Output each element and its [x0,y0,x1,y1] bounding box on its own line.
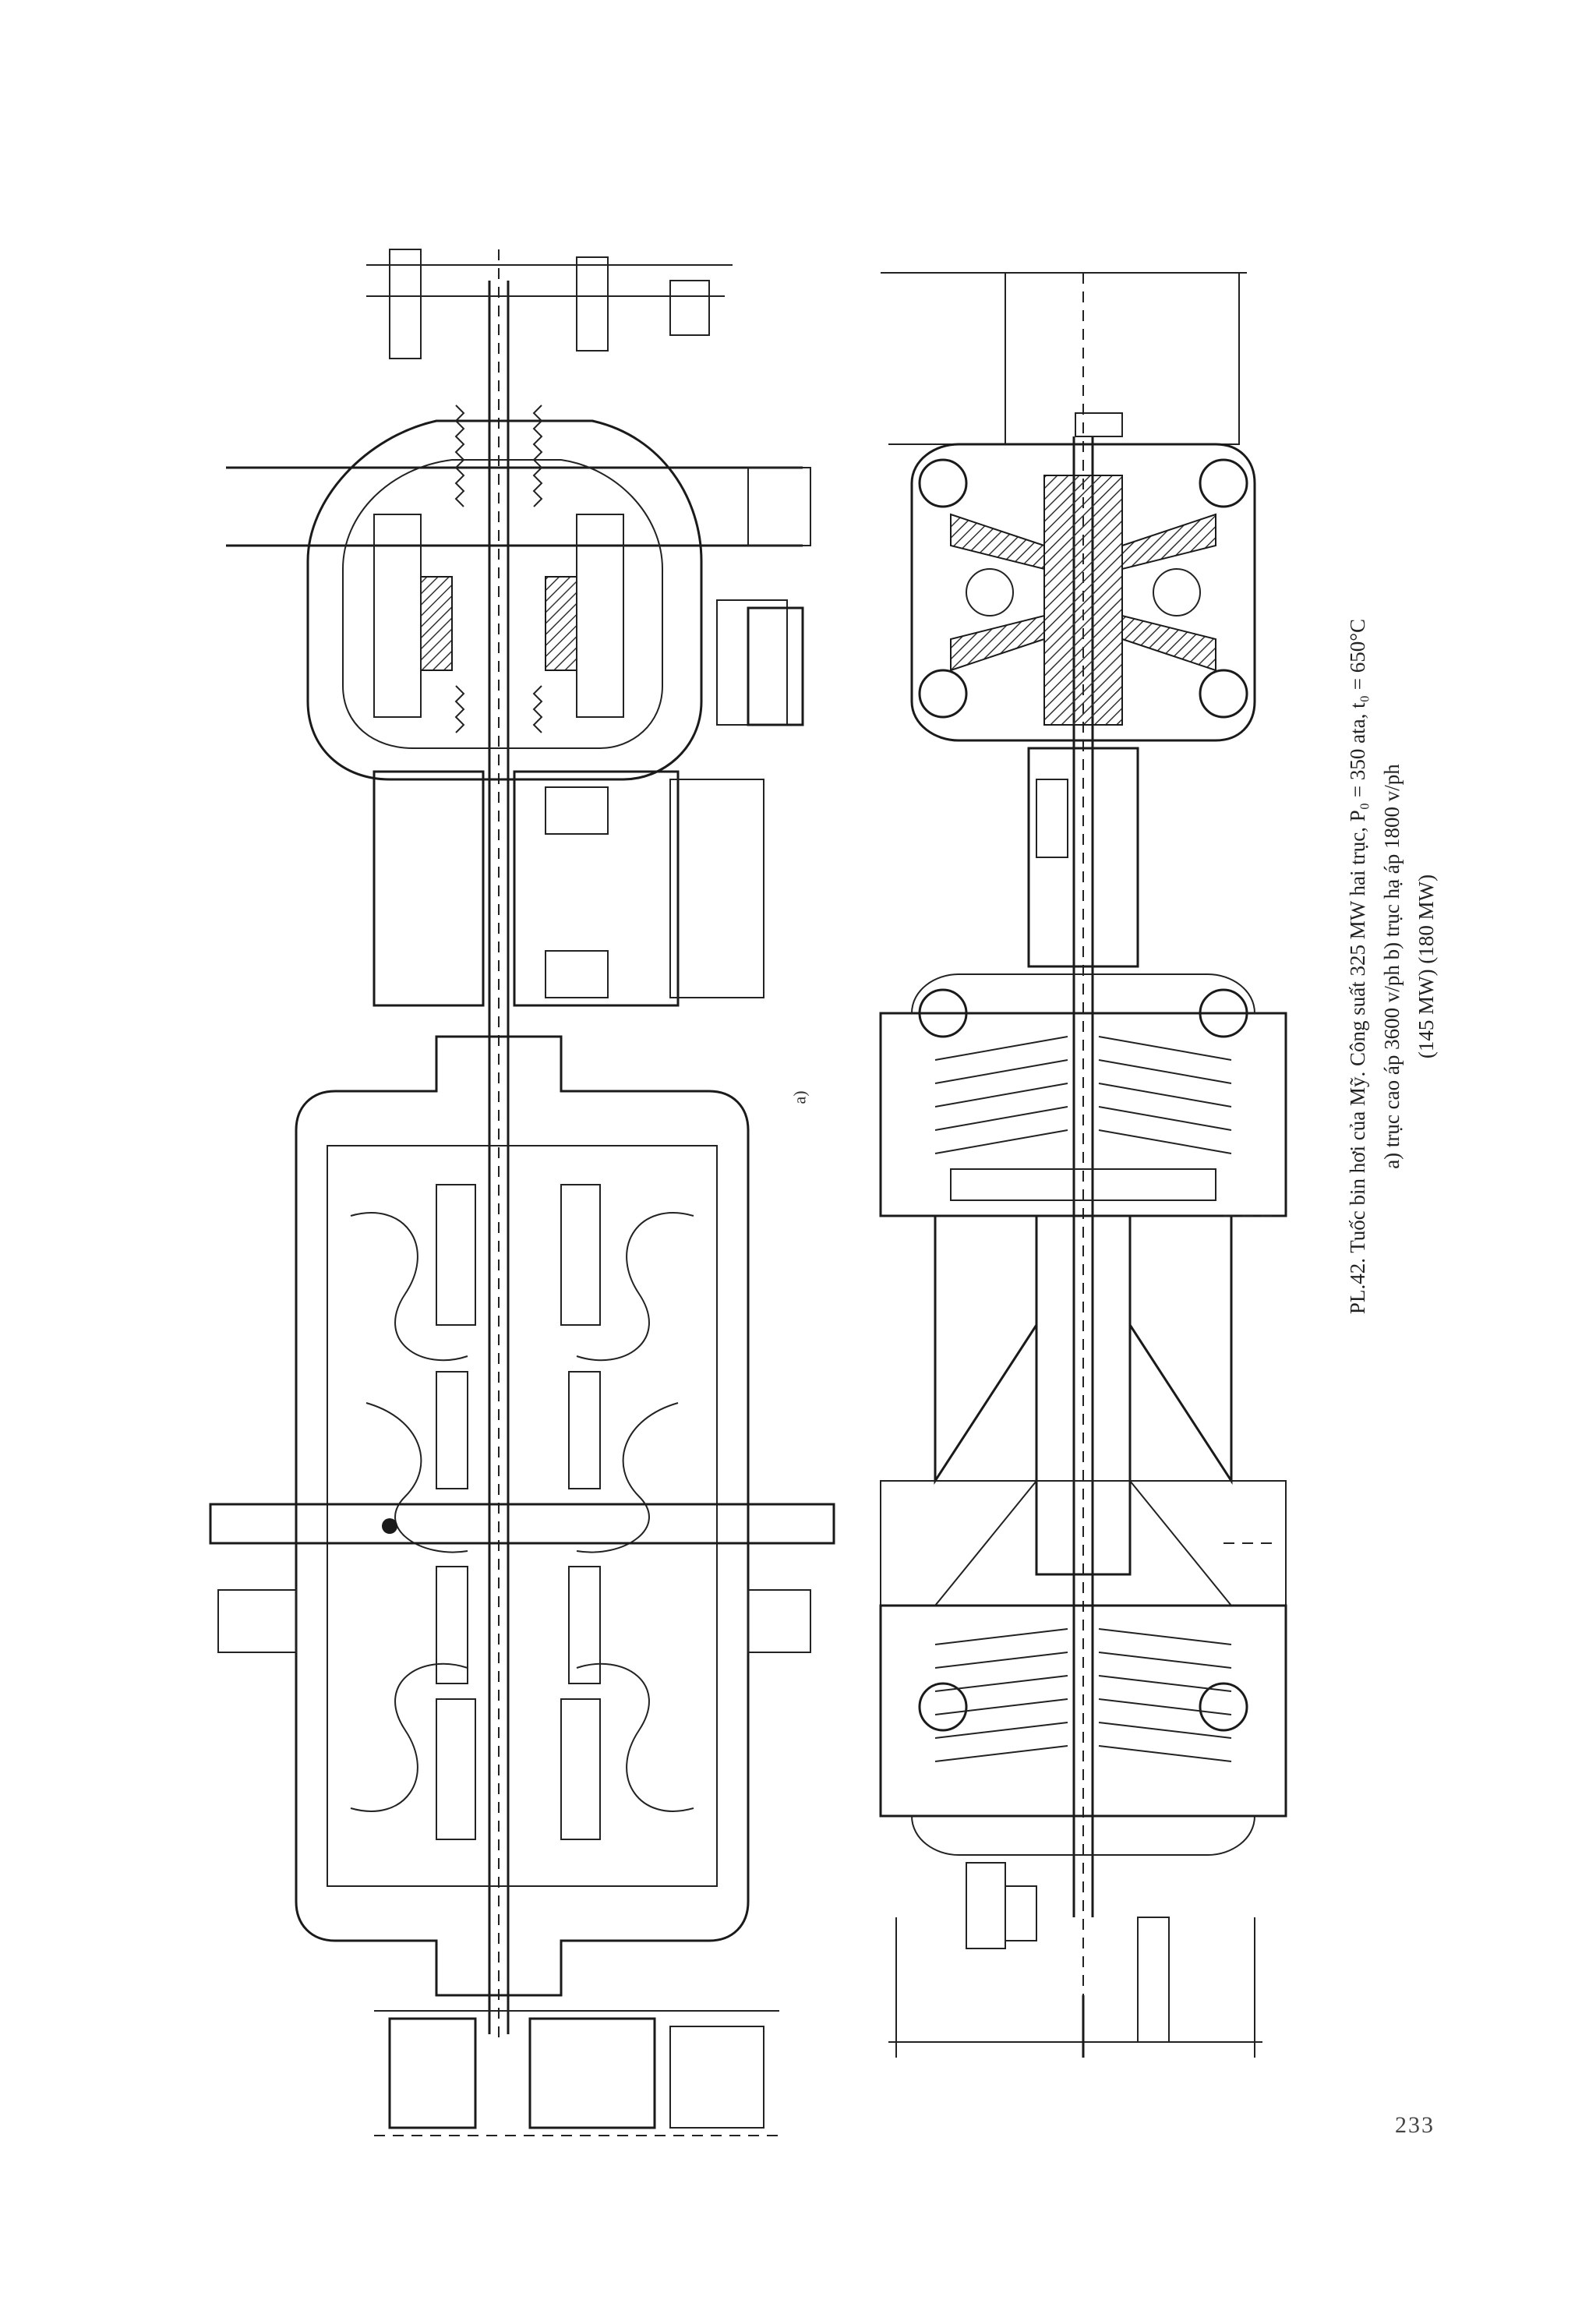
page-number: 233 [1395,2112,1435,2138]
caption-line-3: (145 MW) (180 MW) [1414,874,1438,1059]
caption-line-1: PL.42. Tuốc bin hơi của Mỹ. Công suất 32… [1346,618,1369,1315]
drawing-b-low-pressure-shaft [879,272,1287,2058]
caption-line-2: a) trục cao áp 3600 v/ph b) trục hạ áp 1… [1380,764,1404,1169]
figure-label-a: a) [789,1090,810,1104]
figure-caption: PL.42. Tuốc bin hơi của Mỹ. Công suất 32… [1340,304,1465,1629]
drawing-a-high-pressure-shaft [209,249,835,2136]
